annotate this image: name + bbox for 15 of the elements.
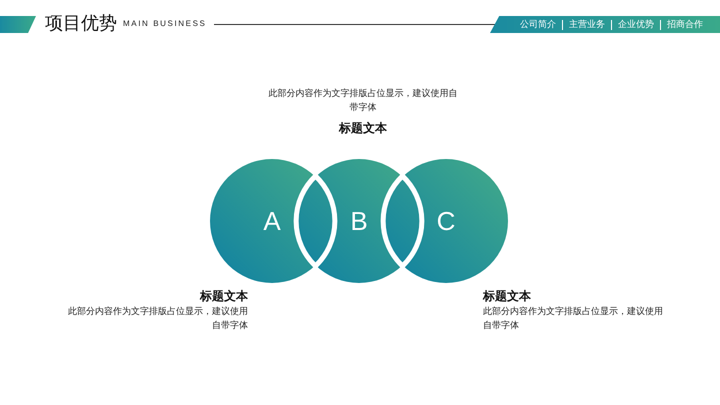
- page-title: 项目优势: [45, 12, 117, 35]
- circle-letter: C: [436, 206, 456, 236]
- nav-link: 公司简介: [519, 20, 557, 30]
- heading: 标题文本: [483, 288, 532, 305]
- body-text: 此部分内容作为文字排版占位显示，建议使用自带字体: [268, 88, 458, 115]
- circle-letter: A: [263, 206, 281, 236]
- heading: 标题文本: [338, 120, 388, 137]
- nav-link: 主营业务: [562, 20, 611, 30]
- body-text: 此部分内容作为文字排版占位显示，建议使用自带字体: [483, 306, 664, 333]
- body-text: 此部分内容作为文字排版占位显示，建议使用自带字体: [67, 306, 248, 333]
- nav-link: 招商合作: [660, 20, 709, 30]
- page-subtitle: MAIN BUSINESS: [123, 19, 206, 28]
- heading: 标题文本: [198, 288, 248, 305]
- circle-letter: B: [350, 206, 368, 236]
- nav-link: 企业优势: [611, 20, 660, 30]
